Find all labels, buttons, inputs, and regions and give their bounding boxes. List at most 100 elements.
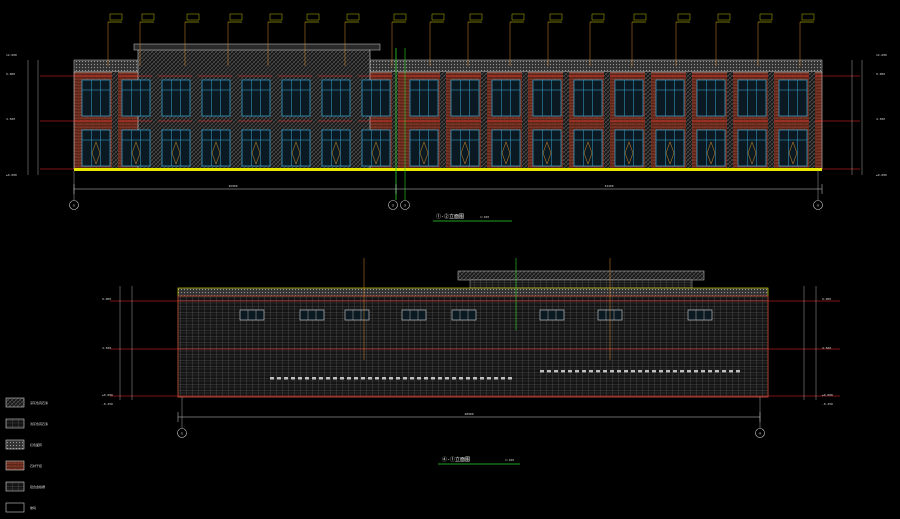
side-level-right-1: ±0.000 <box>822 393 833 397</box>
front-level-left-0: ±0.000 <box>6 173 17 177</box>
front-level-right-0: ±0.000 <box>876 173 887 177</box>
material-callout <box>675 13 691 66</box>
side-level-right-3: 9.000 <box>822 297 831 301</box>
front-level-right-3: 12.600 <box>876 53 887 57</box>
side-dimension: 48900 <box>177 412 761 422</box>
side-level-lines <box>110 300 840 397</box>
side-elevation: 48900 ① ④ -0.450 ±0.000 4.500 9.000 -0.4… <box>102 258 840 465</box>
front-ground-line <box>74 168 822 171</box>
material-callout <box>509 13 525 66</box>
front-title: ①-②立面图 1:100 <box>433 213 512 222</box>
front-axis-mid-a: ② <box>392 204 395 208</box>
side-level-left-0: -0.450 <box>102 402 113 406</box>
front-window-bay <box>450 72 487 169</box>
material-callout <box>227 13 243 66</box>
side-level-left-1: ±0.000 <box>102 393 113 397</box>
front-window-bay <box>81 72 118 169</box>
front-window-bay <box>361 72 398 169</box>
material-callout <box>547 13 563 66</box>
front-axis-mid-b: ③ <box>404 204 407 208</box>
material-callout <box>715 13 731 66</box>
side-roof-equipment <box>457 270 705 281</box>
front-axis-left: ① <box>73 204 76 208</box>
side-level-left-3: 9.000 <box>102 297 111 301</box>
legend-item: 石材干挂 <box>5 460 42 471</box>
front-dim-left: 26900 <box>228 184 237 188</box>
front-title-text: ①-②立面图 <box>436 213 464 220</box>
material-callout <box>344 13 360 66</box>
side-axis-left: ① <box>181 432 184 436</box>
side-window <box>299 309 325 321</box>
side-parapet <box>177 287 769 297</box>
side-window <box>451 309 477 321</box>
front-entrance-canopy <box>133 43 381 51</box>
material-callout <box>304 13 320 66</box>
material-callout <box>589 13 605 66</box>
front-window-bay <box>161 72 198 169</box>
legend-item: 铝合金格栅 <box>5 481 45 492</box>
front-window-bay <box>655 72 692 169</box>
material-callout <box>429 13 445 66</box>
material-callout <box>139 13 155 66</box>
legend-item: 浅灰色真石漆 <box>5 418 48 429</box>
side-level-markers-left: -0.450 ±0.000 4.500 9.000 <box>102 286 133 406</box>
side-level-markers-right: -0.450 ±0.000 4.500 9.000 <box>803 286 833 406</box>
side-dim-total: 48900 <box>464 412 473 416</box>
material-callout <box>799 13 815 66</box>
front-window-bay <box>241 72 278 169</box>
side-axis-right: ④ <box>759 432 762 436</box>
front-level-markers-right: ±0.000 4.500 9.000 12.600 <box>851 53 887 177</box>
side-window <box>401 309 427 321</box>
front-axis-markers: ① ② ③ ④ <box>69 171 823 210</box>
material-callout <box>631 13 647 66</box>
material-callout <box>267 13 283 66</box>
front-level-left-2: 9.000 <box>6 72 15 76</box>
front-level-left-3: 12.600 <box>6 53 17 57</box>
front-level-markers-left: ±0.000 4.500 9.000 12.600 <box>6 53 39 177</box>
front-window-bay <box>532 72 569 169</box>
side-title: ④-①立面图 1:100 <box>438 456 520 465</box>
front-window-bay <box>321 72 358 169</box>
side-window <box>239 309 265 321</box>
front-window-bay <box>409 72 446 169</box>
side-axis-markers: ① ④ <box>177 397 765 438</box>
side-window <box>687 309 713 321</box>
legend-item: 红色面砖 <box>5 439 42 450</box>
front-dimension: 26900 34200 <box>73 184 823 194</box>
side-level-right-0: -0.450 <box>822 402 833 406</box>
material-callout <box>107 13 123 66</box>
material-callout <box>467 13 483 66</box>
side-title-scale: 1:100 <box>505 458 514 462</box>
legend-item-label: 玻璃 <box>30 505 36 510</box>
legend-item-label: 深灰色真石漆 <box>30 400 48 405</box>
front-level-right-2: 9.000 <box>876 72 885 76</box>
side-window <box>539 309 565 321</box>
front-level-right-1: 4.500 <box>876 117 885 121</box>
front-dim-right: 34200 <box>604 184 613 188</box>
front-level-left-1: 4.500 <box>6 117 15 121</box>
side-level-left-2: 4.500 <box>102 346 111 350</box>
front-window-bay <box>778 72 815 169</box>
front-window-bay <box>737 72 774 169</box>
front-axis-right: ④ <box>817 204 820 208</box>
material-callout <box>757 13 773 66</box>
front-title-scale: 1:100 <box>480 215 489 219</box>
legend-item-label: 石材干挂 <box>30 463 42 468</box>
legend-item: 玻璃 <box>5 502 36 513</box>
front-window-bay <box>491 72 528 169</box>
legend-item-label: 浅灰色真石漆 <box>30 421 48 426</box>
legend-item-label: 红色面砖 <box>30 442 42 447</box>
side-level-right-2: 4.500 <box>822 346 831 350</box>
front-material-callouts <box>107 13 815 66</box>
legend-item-label: 铝合金格栅 <box>30 484 45 489</box>
front-window-bay <box>201 72 238 169</box>
side-window <box>344 309 370 321</box>
material-callout <box>391 13 407 66</box>
side-decorative-band <box>270 370 740 380</box>
front-window-bay <box>281 72 318 169</box>
side-title-text: ④-①立面图 <box>442 456 470 463</box>
front-window-bay <box>696 72 733 169</box>
material-callout <box>184 13 200 66</box>
